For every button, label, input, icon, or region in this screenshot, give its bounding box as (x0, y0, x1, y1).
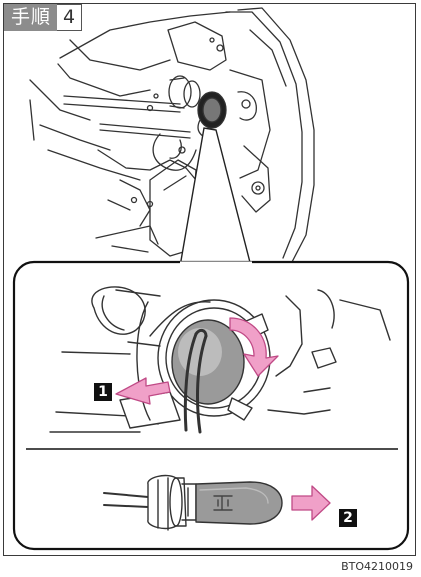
zoom-lines (178, 128, 254, 278)
step-header: 手順 4 (4, 4, 82, 31)
step-label: 手順 (4, 4, 57, 31)
callout-2: 2 (339, 509, 357, 527)
callout-1: 1 (94, 383, 112, 401)
headlight-housing-drawing (30, 8, 314, 262)
step-number: 4 (57, 4, 82, 31)
figure-code: BTO4210019 (341, 560, 413, 573)
